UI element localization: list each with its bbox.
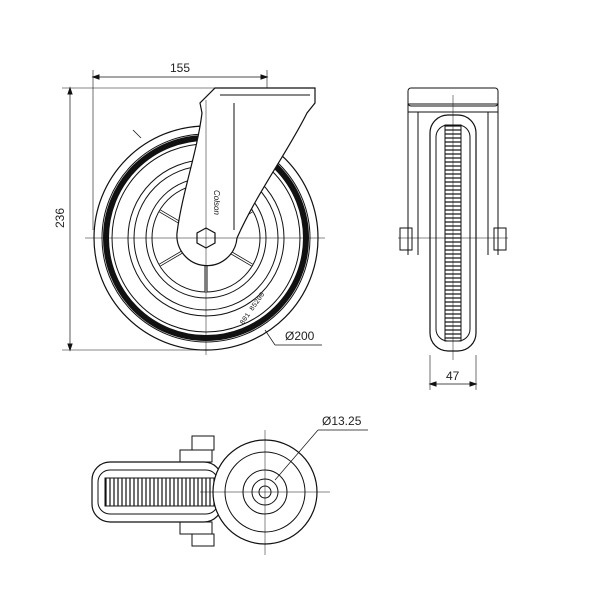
- wheel-width-dimension: 47: [446, 369, 460, 383]
- width-dimension: 155: [170, 61, 190, 75]
- bolt-hole-dimension: Ø13.25: [322, 414, 362, 428]
- height-dimension: 236: [53, 208, 67, 228]
- side-view: [398, 87, 508, 390]
- bracket-logo: Colson: [212, 190, 221, 215]
- bottom-view: [91, 429, 368, 555]
- wheel-diameter-dimension: Ø200: [285, 329, 315, 343]
- front-view: Colson 801 85200: [62, 70, 325, 355]
